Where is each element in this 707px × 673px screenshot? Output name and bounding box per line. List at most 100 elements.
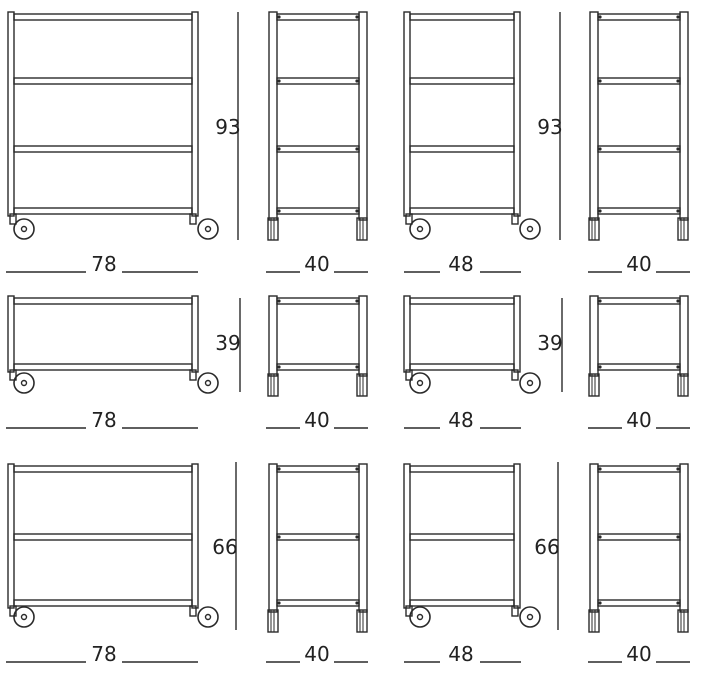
foot: [677, 609, 689, 633]
rivet: [598, 209, 602, 213]
right-upright: [191, 295, 199, 373]
rivet: [598, 15, 602, 19]
rivet: [355, 147, 359, 151]
rivet: [676, 15, 680, 19]
rivet: [676, 467, 680, 471]
bottom-shelf: [597, 207, 681, 215]
left-upright: [589, 11, 599, 221]
bottom-shelf: [276, 599, 360, 607]
shelf-2: [276, 145, 360, 153]
shelf-1: [13, 533, 193, 541]
wheel: [409, 606, 431, 628]
left-upright: [268, 463, 278, 613]
foot: [677, 217, 689, 241]
rivet: [676, 365, 680, 369]
wheel: [519, 218, 541, 240]
right-upright: [358, 463, 368, 613]
right-upright: [679, 11, 689, 221]
right-upright: [679, 463, 689, 613]
rivet: [355, 601, 359, 605]
wheel-bracket: [511, 213, 519, 225]
foot: [677, 373, 689, 397]
side-view: 40: [588, 11, 690, 276]
rivet: [355, 209, 359, 213]
side-view: 40: [266, 295, 368, 432]
width-label: 40: [304, 252, 329, 276]
top-shelf: [597, 465, 681, 473]
wheel-hub: [526, 225, 534, 233]
wheel-bracket: [511, 605, 519, 617]
wheel-hub: [526, 379, 534, 387]
right-upright: [358, 11, 368, 221]
wheel: [197, 606, 219, 628]
side-view: 40: [266, 11, 368, 276]
wheel-hub: [20, 379, 28, 387]
rivet: [277, 15, 281, 19]
rivet: [598, 601, 602, 605]
front-view: 78: [6, 11, 219, 276]
width-label: 40: [626, 252, 651, 276]
bottom-shelf: [409, 207, 515, 215]
foot: [356, 373, 368, 397]
foot: [588, 217, 600, 241]
top-shelf: [597, 297, 681, 305]
rivet: [598, 299, 602, 303]
right-upright: [513, 295, 521, 373]
right-upright: [513, 11, 521, 217]
wheel-bracket: [405, 213, 413, 225]
top-shelf: [276, 13, 360, 21]
bottom-shelf: [597, 363, 681, 371]
top-shelf: [13, 297, 193, 305]
top-shelf: [409, 297, 515, 305]
wheel-bracket: [189, 369, 197, 381]
front-view: 78: [6, 295, 219, 432]
front-view: 48: [403, 11, 541, 276]
right-upright: [191, 463, 199, 609]
shelf-2: [597, 145, 681, 153]
rivet: [277, 299, 281, 303]
top-shelf: [276, 297, 360, 305]
foot: [588, 609, 600, 633]
shelf-1: [409, 533, 515, 541]
wheel-hub: [204, 379, 212, 387]
bottom-shelf: [13, 363, 193, 371]
left-upright: [7, 11, 15, 217]
rivet: [277, 365, 281, 369]
side-view: 40: [266, 463, 368, 666]
top-shelf: [13, 13, 193, 21]
rivet: [277, 535, 281, 539]
top-shelf: [409, 465, 515, 473]
wheel-bracket: [9, 369, 17, 381]
bottom-shelf: [597, 599, 681, 607]
wheel-hub: [416, 379, 424, 387]
rivet: [676, 299, 680, 303]
left-upright: [403, 11, 411, 217]
wheel-hub: [526, 613, 534, 621]
wheel: [13, 218, 35, 240]
wheel-hub: [416, 613, 424, 621]
foot: [588, 373, 600, 397]
wheel: [519, 372, 541, 394]
height-label: 93: [215, 115, 240, 139]
rivet: [277, 147, 281, 151]
right-upright: [358, 295, 368, 377]
left-upright: [268, 295, 278, 377]
left-upright: [589, 463, 599, 613]
foot: [267, 217, 279, 241]
front-view: 48: [403, 295, 541, 432]
width-label: 78: [91, 642, 116, 666]
bottom-shelf: [276, 363, 360, 371]
rivet: [277, 467, 281, 471]
wheel-hub: [204, 613, 212, 621]
rivet: [598, 467, 602, 471]
shelf-1: [597, 77, 681, 85]
foot: [267, 373, 279, 397]
wheel: [13, 606, 35, 628]
width-label: 40: [626, 642, 651, 666]
rivet: [676, 209, 680, 213]
rivet: [355, 535, 359, 539]
rivet: [598, 147, 602, 151]
